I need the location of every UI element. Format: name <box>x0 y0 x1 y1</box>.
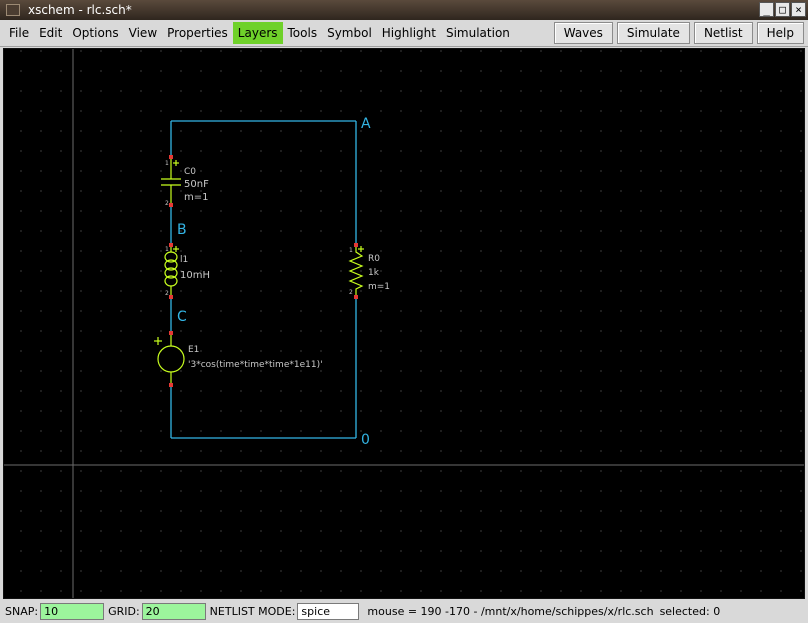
c0-pin2[interactable] <box>169 203 173 207</box>
menu-view[interactable]: View <box>128 26 158 40</box>
c0-pin2-label: 2 <box>165 200 169 207</box>
menu-tools[interactable]: Tools <box>287 26 318 40</box>
c0-pin1[interactable] <box>169 155 173 159</box>
app-icon[interactable] <box>6 4 20 16</box>
e1-pin-plus[interactable] <box>169 331 173 335</box>
l1-pin1-label: 1 <box>165 246 169 253</box>
l1-pin2[interactable] <box>169 295 173 299</box>
window-title: xschem - rlc.sch* <box>28 3 132 17</box>
c0-value: 50nF <box>184 179 209 190</box>
resistor-r0[interactable]: R0 1k m=1 1 2 <box>348 243 390 299</box>
mouse-position: mouse = 190 -170 - /mnt/x/home/schippes/… <box>367 604 654 618</box>
r0-pin1[interactable] <box>354 243 358 247</box>
menu-options[interactable]: Options <box>72 26 119 40</box>
schematic-canvas[interactable]: A B C 0 C0 50nF m=1 1 2 <box>3 48 805 599</box>
menu-properties[interactable]: Properties <box>167 26 228 40</box>
menu-layers[interactable]: Layers <box>232 22 283 44</box>
simulate-button[interactable]: Simulate <box>616 22 690 44</box>
net-label-a[interactable]: A <box>361 116 371 132</box>
menu-bar: File Edit Options View Properties Layers… <box>0 20 808 47</box>
grid-label: GRID: <box>108 604 140 618</box>
netlist-mode-field[interactable]: spice <box>297 602 360 620</box>
l1-pin1[interactable] <box>169 243 173 247</box>
r0-value: 1k <box>368 268 380 278</box>
help-button[interactable]: Help <box>756 22 804 44</box>
netlist-button[interactable]: Netlist <box>693 22 753 44</box>
minimize-icon[interactable]: _ <box>759 2 774 17</box>
c0-mult: m=1 <box>184 192 208 203</box>
grid-field[interactable]: 20 <box>141 602 206 620</box>
r0-name: R0 <box>368 254 380 264</box>
l1-value: 10mH <box>180 270 210 281</box>
net-label-gnd[interactable]: 0 <box>361 432 370 448</box>
menu-simulation[interactable]: Simulation <box>445 26 510 40</box>
menu-edit[interactable]: Edit <box>39 26 63 40</box>
e1-value: '3*cos(time*time*time*1e11)' <box>188 360 323 370</box>
r0-pin2-label: 2 <box>349 289 353 296</box>
inductor-l1[interactable]: l1 10mH 1 2 <box>164 243 210 299</box>
menu-highlight[interactable]: Highlight <box>381 26 436 40</box>
snap-field[interactable]: 10 <box>40 602 105 620</box>
l1-pin2-label: 2 <box>165 290 169 297</box>
r0-pin2[interactable] <box>354 295 358 299</box>
menu-symbol[interactable]: Symbol <box>327 26 372 40</box>
status-bar: SNAP: 10 GRID: 20 NETLIST MODE: spice mo… <box>0 599 808 623</box>
menu-file[interactable]: File <box>9 26 30 40</box>
net-label-b[interactable]: B <box>177 222 187 238</box>
maximize-icon[interactable]: □ <box>775 2 790 17</box>
l1-name: l1 <box>180 255 188 265</box>
net-label-c[interactable]: C <box>177 309 187 325</box>
capacitor-c0[interactable]: C0 50nF m=1 1 2 <box>161 155 209 207</box>
selected-count: selected: 0 <box>659 604 721 618</box>
title-bar: xschem - rlc.sch* _ □ × <box>0 0 808 20</box>
toolbar: Waves Simulate Netlist Help <box>553 22 804 44</box>
main-menu: File Edit Options View Properties Layers… <box>4 22 515 44</box>
e1-name: E1 <box>188 345 199 355</box>
source-e1[interactable]: E1 '3*cos(time*time*time*1e11)' <box>154 331 323 387</box>
close-icon[interactable]: × <box>791 2 806 17</box>
waves-button[interactable]: Waves <box>553 22 613 44</box>
c0-pin1-label: 1 <box>165 160 169 167</box>
schematic-drawing: A B C 0 C0 50nF m=1 1 2 <box>4 49 804 598</box>
e1-pin-minus[interactable] <box>169 383 173 387</box>
netlist-mode-label: NETLIST MODE: <box>209 604 296 618</box>
c0-name: C0 <box>184 167 196 177</box>
wires <box>170 120 357 439</box>
r0-mult: m=1 <box>368 282 390 292</box>
snap-label: SNAP: <box>5 604 39 618</box>
r0-pin1-label: 1 <box>349 247 353 254</box>
